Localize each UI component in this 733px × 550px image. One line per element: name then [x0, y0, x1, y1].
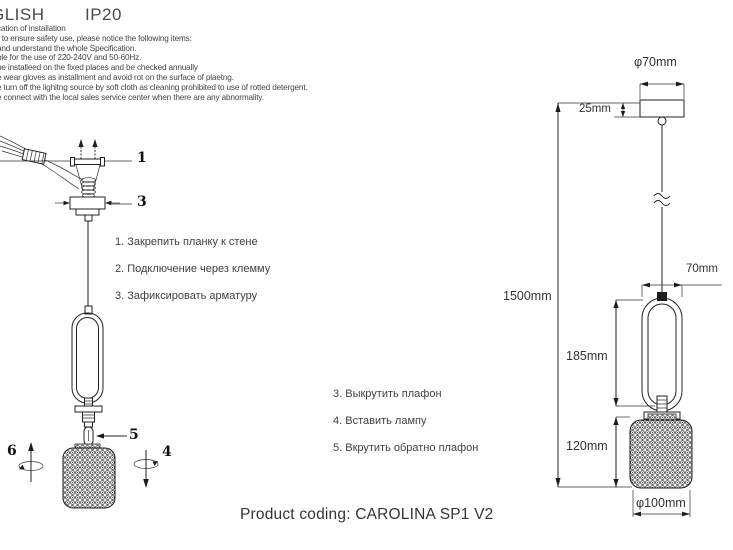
spec-line: cation of installation	[0, 24, 66, 33]
canopy	[55, 196, 120, 216]
install-step: 3. Зафиксировать арматуру	[115, 290, 258, 302]
frame-ring-outline	[641, 292, 683, 412]
callout-4: 4	[162, 444, 172, 460]
shade-outline	[629, 413, 693, 489]
installation-diagram	[0, 135, 159, 509]
spec-line: r to ensure safety use, please notice th…	[0, 33, 192, 43]
install-step: 1. Закрепить планку к стене	[115, 236, 258, 248]
cord-grip	[84, 214, 93, 222]
product-coding: Product coding: CAROLINA SP1 V2	[240, 506, 494, 523]
callout-6: 6	[7, 443, 17, 459]
lamp-step: 3. Выкрутить плафон	[333, 388, 442, 400]
spec-line: ble for the use of 220-240V and 50-60Hz.	[0, 53, 142, 63]
install-step: 2. Подключение через клемму	[115, 263, 271, 275]
lamp-step: 4. Вставить лампу	[333, 415, 427, 427]
rotation-arrow-screw	[133, 450, 159, 488]
dim-canopy-height	[558, 102, 640, 118]
dim-shade-height	[613, 416, 630, 487]
suspension-wire	[653, 125, 671, 294]
spec-line: be installeed on the fixed places and be…	[0, 63, 198, 73]
frame-ring	[71, 305, 104, 404]
label-shade-diameter: φ100mm	[636, 496, 686, 510]
dim-shade-diameter	[632, 490, 691, 517]
dim-frame-width	[641, 282, 722, 297]
spec-line: and understand the whole Specification.	[0, 43, 137, 53]
spring	[81, 177, 96, 198]
page-title-language: GLISH	[0, 5, 45, 24]
dim-canopy-diameter	[639, 81, 685, 99]
callout-1: 1	[137, 150, 147, 166]
glass-shade	[62, 443, 116, 509]
dimension-drawing	[555, 81, 722, 517]
label-canopy-diameter: φ70mm	[634, 55, 677, 69]
mounting-plate	[70, 139, 105, 167]
callout-3: 3	[137, 194, 147, 210]
canopy-outline	[639, 99, 685, 118]
bulb	[83, 426, 94, 446]
label-shade-height: 120mm	[566, 439, 608, 453]
lamp-holder	[74, 397, 103, 428]
dim-frame-height	[613, 299, 655, 407]
callout-5-line	[96, 433, 127, 439]
lamp-step: 5. Вкрутить обратно плафон	[333, 442, 479, 454]
cord-nipple	[657, 116, 667, 126]
label-cable-length: 1500mm	[503, 289, 552, 303]
label-frame-width: 70mm	[686, 263, 718, 275]
dim-cable-length	[555, 103, 632, 488]
label-frame-height: 185mm	[566, 349, 608, 363]
spec-line: e connect with the local sales service c…	[0, 92, 264, 102]
specification-text: cation of installation r to ensure safet…	[0, 24, 308, 102]
callout-5: 5	[129, 427, 139, 443]
label-canopy-height: 25mm	[579, 103, 611, 115]
terminal-block	[21, 148, 47, 165]
rotation-arrow-unscrew	[18, 442, 44, 482]
ip-rating: IP20	[85, 5, 122, 24]
spec-line: e turn off the lighitng source by soft c…	[0, 82, 308, 92]
spec-line: e wear gloves as installment and avoid r…	[0, 72, 234, 82]
